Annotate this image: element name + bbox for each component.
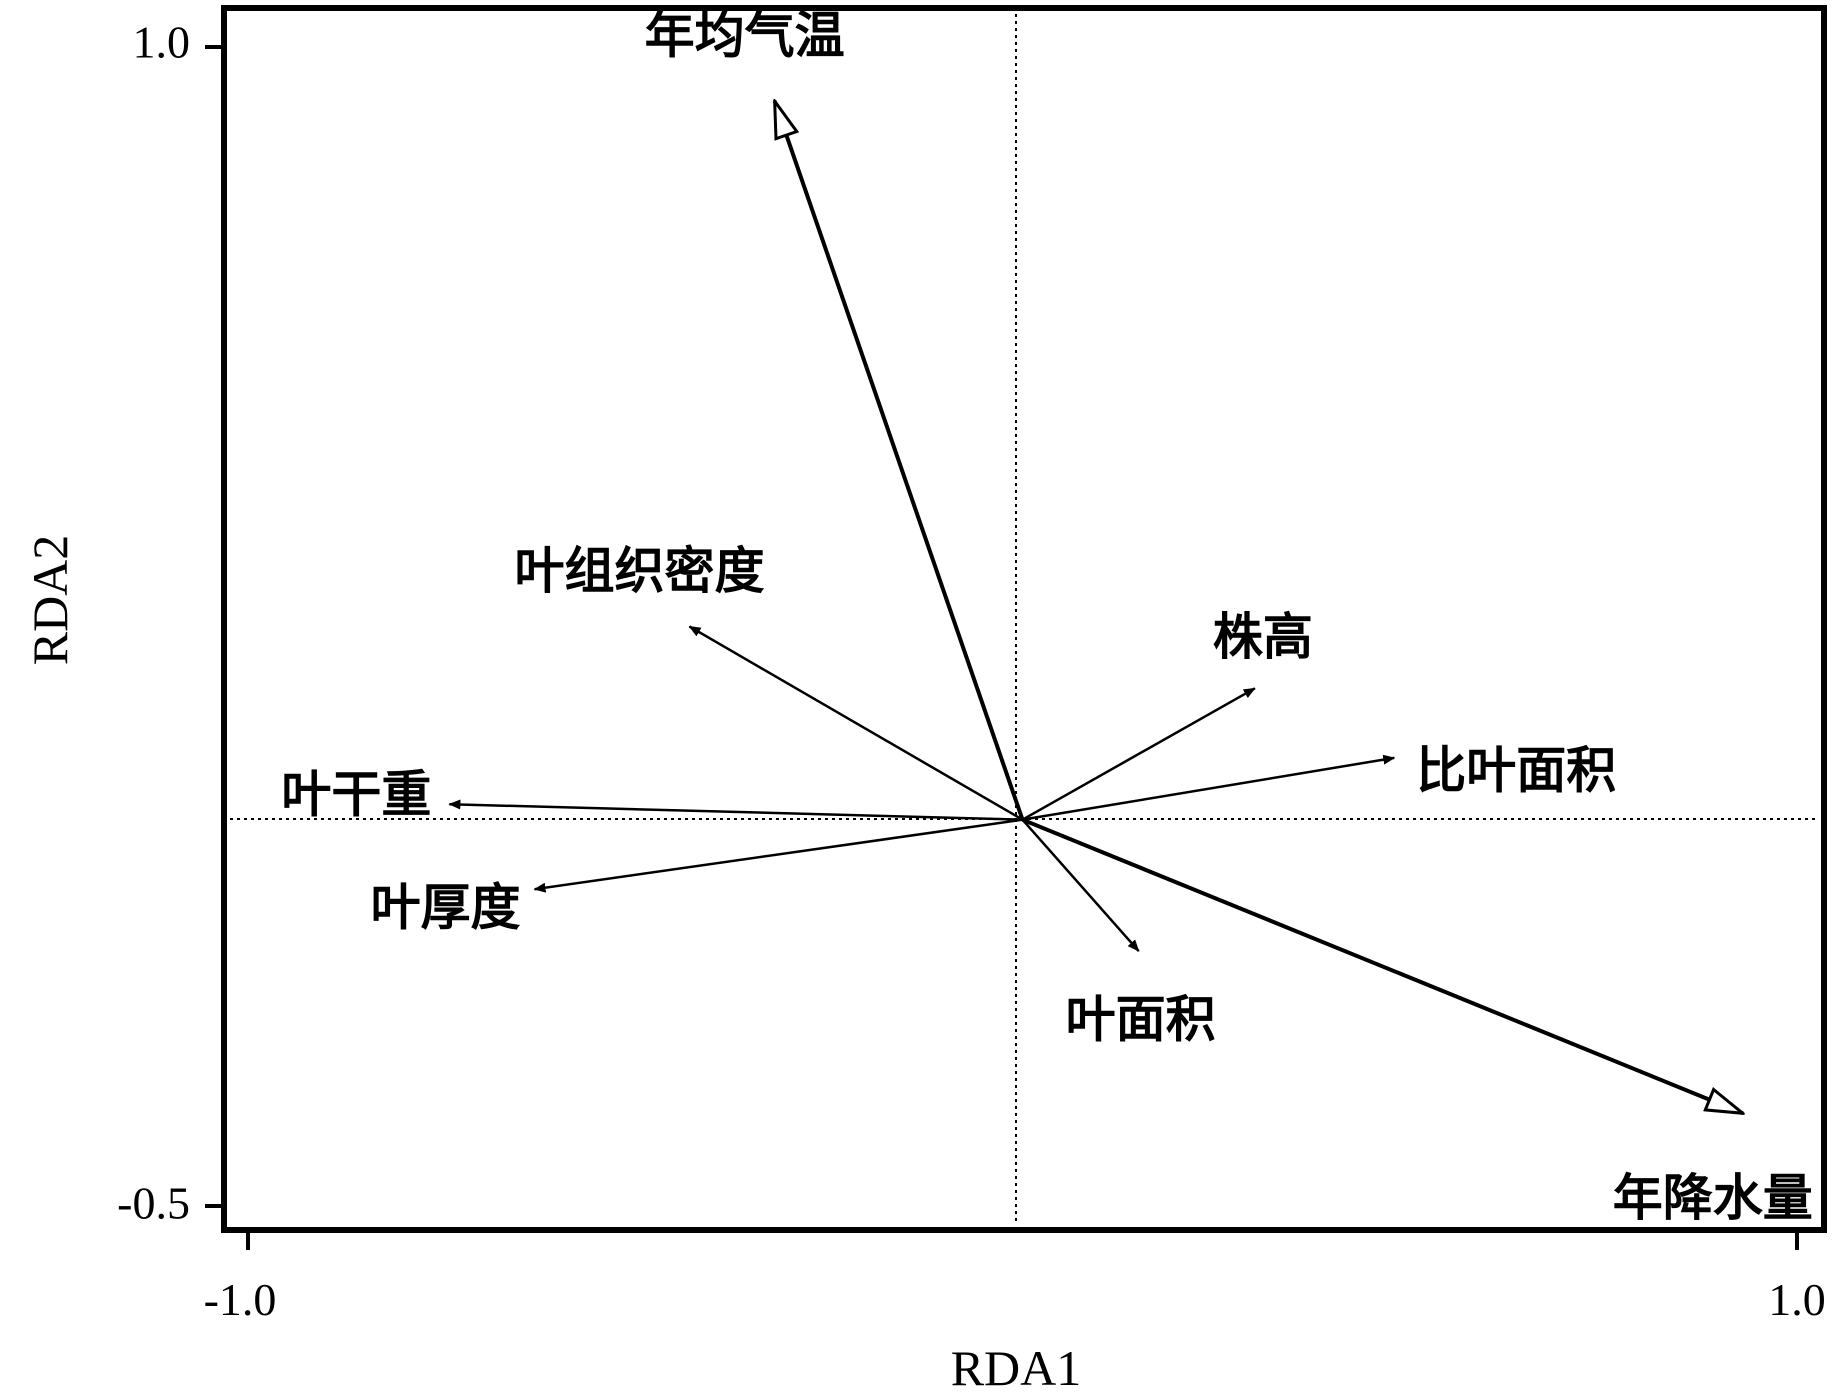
trait-vector-3	[448, 799, 1023, 821]
x-tick-label-left: -1.0	[204, 1274, 277, 1325]
trait-vector-label-0: 叶组织密度	[514, 542, 764, 600]
trait-vector-2	[1022, 754, 1396, 821]
y-tick-label-bottom: -0.5	[117, 1178, 190, 1229]
trait-vector-label-1: 株高	[1213, 608, 1313, 666]
x-axis-title: RDA1	[951, 1340, 1082, 1393]
trait-vector-label-2: 比叶面积	[1416, 741, 1616, 799]
environment-vector-label-0: 年均气温	[645, 7, 845, 65]
plot-frame	[221, 5, 1827, 1233]
x-tick-label-right: 1.0	[1768, 1274, 1826, 1325]
trait-vector-4	[533, 818, 1023, 893]
environment-vector-0	[772, 101, 1025, 821]
trait-vector-0	[688, 625, 1024, 821]
environment-vector-label-1: 年降水量	[1613, 1169, 1813, 1227]
trait-vector-label-5: 叶面积	[1066, 991, 1216, 1049]
trait-vector-label-4: 叶厚度	[371, 879, 521, 937]
environment-vector-1	[1021, 817, 1743, 1114]
trait-vector-5	[1021, 818, 1140, 952]
trait-vector-1	[1021, 687, 1256, 821]
y-tick-label-top: 1.0	[133, 17, 191, 68]
trait-vector-label-3: 叶干重	[281, 766, 431, 824]
y-axis-title: RDA2	[22, 535, 78, 666]
